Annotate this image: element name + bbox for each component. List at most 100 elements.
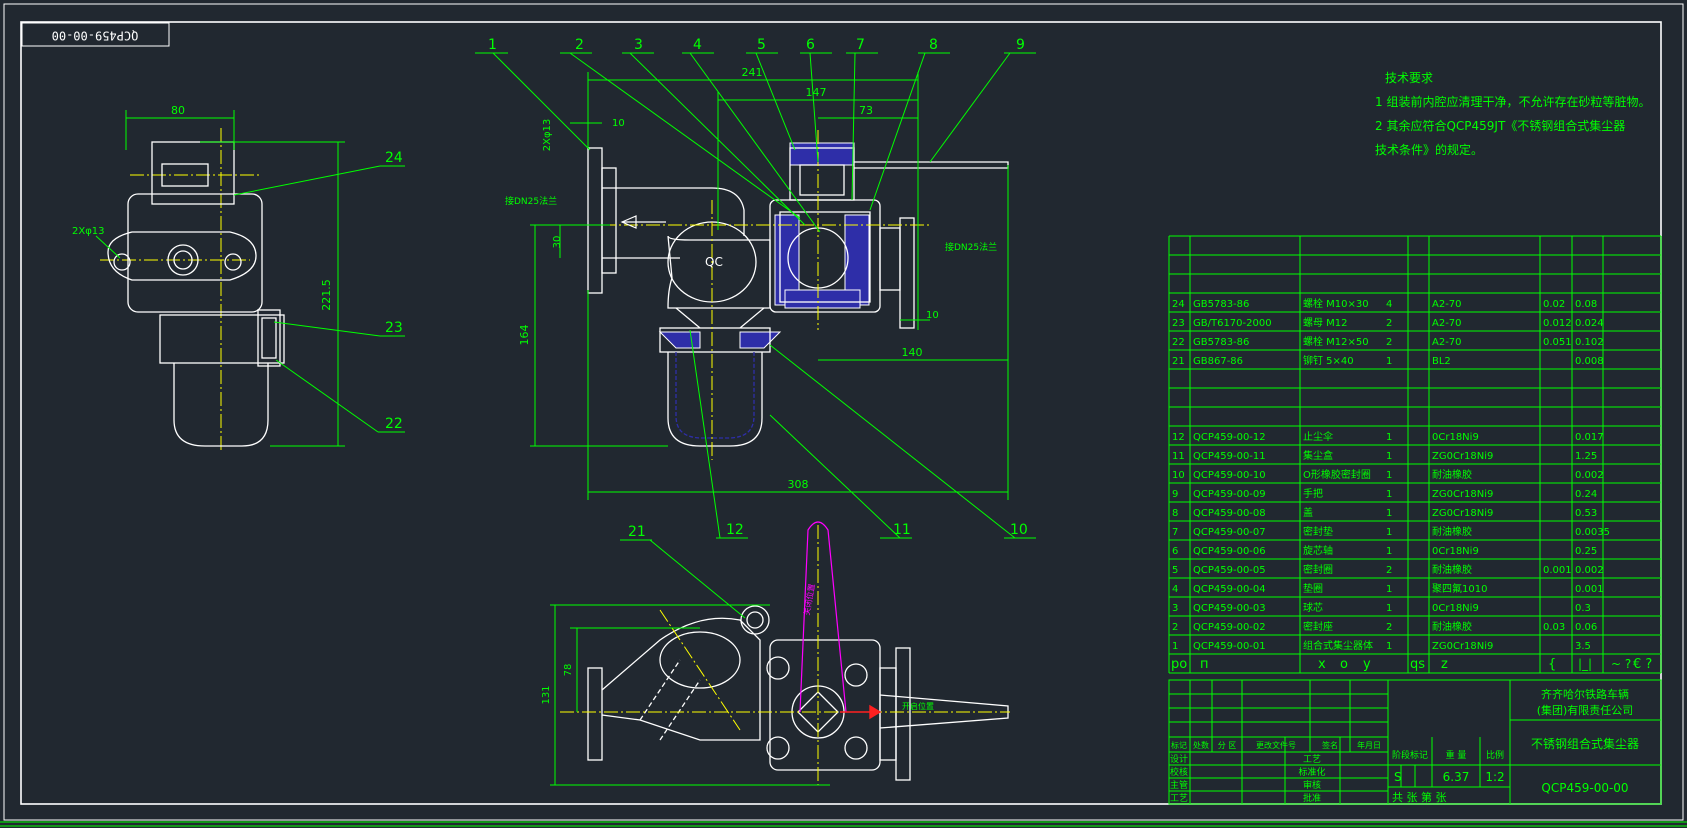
bom-item-total-weight: 0.001 (1575, 584, 1604, 595)
callout-2: 2 (575, 37, 584, 53)
handle-label-open: 开启位置 (902, 701, 934, 711)
tech-req-line-1: 1 组装前内腔应清理干净，不允许存在砂粒等脏物。 (1375, 94, 1650, 109)
dim-73: 73 (859, 104, 873, 117)
bom-item-qty: 4 (1386, 299, 1392, 310)
bom-item-qty: 1 (1386, 489, 1392, 500)
revision-header: 标记 (1171, 740, 1187, 750)
bom-header-material: у (1363, 657, 1371, 672)
bom-item-code: GB5783-86 (1193, 299, 1249, 310)
side-view: 80 221.5 2Xφ13 24 23 22 (72, 104, 405, 450)
bom-item-name: 旋芯轴 (1303, 544, 1333, 557)
bom-item-qty: 1 (1386, 546, 1392, 557)
callout-24: 24 (385, 150, 403, 166)
bom-item-material: ZG0Cr18Ni9 (1432, 641, 1493, 652)
note-left-flange: 接DN25法兰 (505, 195, 557, 207)
bom-item-code: GB/T6170-2000 (1193, 318, 1272, 329)
bom-item-qty: 1 (1386, 641, 1392, 652)
bom-header-total-weight: { (1548, 657, 1556, 672)
bom-item-name: 密封座 (1303, 620, 1333, 633)
callout-1: 1 (488, 37, 497, 53)
bom-item-material: 耐油橡胶 (1432, 620, 1472, 633)
note-right-flange: 接DN25法兰 (945, 241, 997, 253)
bom-item-total-weight: 0.017 (1575, 432, 1604, 443)
dim-2x13-front: 2Xφ13 (542, 119, 553, 152)
bom-item-code: QCP459-00-08 (1193, 508, 1266, 519)
bom-item-code: QCP459-00-03 (1193, 603, 1266, 614)
dim-2x13-side: 2Xφ13 (72, 226, 105, 237)
bom-item-name: 螺栓 M10×30 (1303, 297, 1369, 310)
bom-item-material: ZG0Cr18Ni9 (1432, 451, 1493, 462)
bom-item-code: QCP459-00-12 (1193, 432, 1266, 443)
bom-item-unit-weight: 0.02 (1543, 299, 1565, 310)
company-name-2: (集团)有限责任公司 (1537, 703, 1634, 717)
bom-item-total-weight: 0.002 (1575, 470, 1604, 481)
bom-item-material: 耐油橡胶 (1432, 468, 1472, 481)
handle-closed-position (799, 521, 847, 713)
weight-label: 重 量 (1446, 749, 1467, 761)
scale-label: 比例 (1486, 749, 1504, 761)
bom-item-number: 1 (1172, 641, 1178, 652)
bom-item-name: 手把 (1303, 487, 1323, 500)
bom-item-material: 耐油橡胶 (1432, 525, 1472, 538)
bom-item-name: 垫圈 (1303, 582, 1323, 595)
bom-item-total-weight: 0.53 (1575, 508, 1597, 519)
dim-131: 131 (541, 685, 552, 704)
bom-item-number: 23 (1172, 318, 1185, 329)
bom-item-qty: 1 (1386, 508, 1392, 519)
bom-item-material: ZG0Cr18Ni9 (1432, 508, 1493, 519)
bom-item-unit-weight: 0.001 (1543, 565, 1572, 576)
callout-7: 7 (856, 37, 865, 53)
bom-item-material: ZG0Cr18Ni9 (1432, 489, 1493, 500)
bom-header-no: po (1171, 657, 1187, 672)
bom-item-name: 密封圈 (1303, 563, 1333, 576)
top-left-code-box: QCP459-00-00 (21, 22, 170, 47)
bom-item-total-weight: 0.024 (1575, 318, 1604, 329)
callout-22: 22 (385, 416, 403, 432)
bom-item-name: 铆钉 5×40 (1303, 354, 1354, 367)
bom-item-total-weight: 0.0035 (1575, 527, 1610, 538)
bom-header-qty: х (1318, 657, 1326, 672)
bom-header-mark: qs (1410, 657, 1425, 672)
bom-item-material: A2-70 (1432, 337, 1462, 348)
bom-item-unit-weight: 0.012 (1543, 318, 1572, 329)
callout-3: 3 (634, 37, 643, 53)
bom-item-total-weight: 3.5 (1575, 641, 1591, 652)
bom-item-total-weight: 0.25 (1575, 546, 1597, 557)
tech-req-line-3: 技术条件》的规定。 (1375, 142, 1483, 157)
bom-item-material: A2-70 (1432, 318, 1462, 329)
company-name-1: 齐齐哈尔铁路车辆 (1541, 687, 1629, 701)
part-name: 不锈钢组合式集尘器 (1531, 736, 1639, 751)
bom-item-total-weight: 0.24 (1575, 489, 1597, 500)
bom-item-code: GB5783-86 (1193, 337, 1249, 348)
bom-item-code: QCP459-00-10 (1193, 470, 1266, 481)
bom-item-material: 耐油橡胶 (1432, 563, 1472, 576)
drawing-number: QCP459-00-00 (1541, 781, 1628, 795)
bom-item-material: 0Cr18Ni9 (1432, 432, 1479, 443)
bom-item-unit-weight: 0.03 (1543, 622, 1565, 633)
dim-221-5: 221.5 (320, 279, 333, 311)
bom-item-number: 10 (1172, 470, 1185, 481)
callout-6: 6 (806, 37, 815, 53)
role-left: 工艺 (1170, 793, 1188, 804)
role-right: 批准 (1303, 792, 1321, 804)
callout-11: 11 (893, 522, 911, 538)
open-arrow (840, 704, 882, 720)
weight-value: 6.37 (1443, 770, 1470, 784)
bom-item-qty: 1 (1386, 470, 1392, 481)
bom-item-code: QCP459-00-05 (1193, 565, 1266, 576)
bom-item-number: 5 (1172, 565, 1178, 576)
callout-5: 5 (757, 37, 766, 53)
bom-item-number: 22 (1172, 337, 1185, 348)
callout-4: 4 (693, 37, 702, 53)
bom-item-total-weight: 0.06 (1575, 622, 1597, 633)
bom-item-number: 8 (1172, 508, 1178, 519)
bom-item-total-weight: 0.002 (1575, 565, 1604, 576)
bom-item-name: 集尘盒 (1303, 449, 1333, 462)
bom-item-number: 9 (1172, 489, 1178, 500)
role-left: 设计 (1170, 753, 1188, 765)
role-right: 工艺 (1303, 754, 1321, 765)
tech-req-line-2: 2 其余应符合QCP459JT《不锈钢组合式集尘器 (1375, 118, 1625, 133)
callout-23: 23 (385, 320, 403, 336)
